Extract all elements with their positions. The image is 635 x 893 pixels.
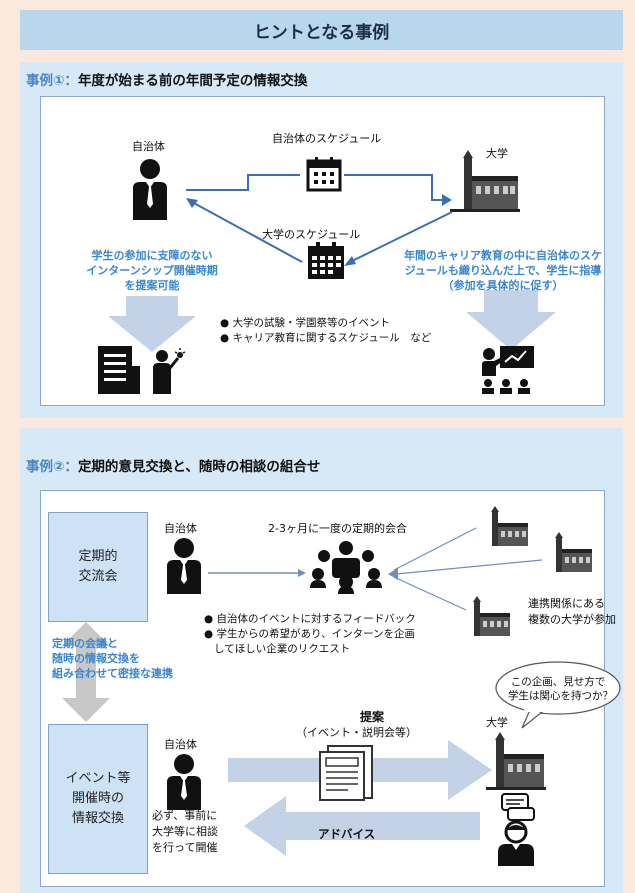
calendar-icon [306,157,342,192]
schedule-flow-arrows [108,174,556,352]
classroom-icon [482,346,534,394]
university-schedule-label: 大学のスケジュール [262,228,361,241]
advisor-icon [498,793,535,866]
double-arrow [62,622,110,722]
person-icon [167,754,201,810]
person-icon [133,159,167,220]
list-item: ● 学生からの希望があり、インターンを企画 [204,628,416,640]
case1-heading: 事例①：年度が始まる前の年間予定の情報交換 [26,73,308,89]
regular-meeting-box: 定期的交流会 [48,512,148,622]
person-idea-icon [153,348,186,394]
case2-heading: 事例②：定期的意見交換と、随時の相談の組合せ [26,459,321,475]
office-building-icon [98,346,140,394]
list-item: ● 大学の試験・学園祭等のイベント [220,317,390,329]
case2-university-label: 大学 [486,716,508,729]
proposal-title: 提案 [360,710,385,724]
case1-university-label: 大学 [486,147,508,160]
case2-bullet-list: ● 自治体のイベントに対するフィードバック ● 学生からの希望があり、インターン… [204,612,416,657]
case2-municipality-bottom-label: 自治体 [164,738,197,751]
case1-right-note: 年間のキャリア教育の中に自治体のスケジュールも織り込んだ上で、学生に指導（参加を… [404,249,602,292]
university-building-icon [555,532,592,572]
calendar-icon [308,242,344,279]
municipality-schedule-label: 自治体のスケジュール [272,132,382,145]
page-title: ヒントとなる事例 [20,10,623,50]
list-item: ● キャリア教育に関するスケジュール など [220,332,432,344]
university-building-icon [491,506,528,546]
person-icon [167,538,201,594]
case1-municipality-label: 自治体 [132,140,165,153]
case1-left-note: 学生の参加に支障のないインターンシップ開催時期を提案可能 [86,249,218,292]
speech-text: この企画、見せ方で学生は関心を持つか？ [508,676,613,702]
event-exchange-box: イベント等開催時の情報交換 [48,724,148,874]
university-building-icon [450,150,520,212]
university-building-icon [473,596,510,636]
case1-bullet-list: ● 大学の試験・学園祭等のイベント ● キャリア教育に関するスケジュール など [220,316,431,346]
speech-bubble [495,661,621,729]
university-building-icon [486,732,546,790]
list-item: してほしい企業のリクエスト [214,643,351,655]
advice-label: アドバイス [318,827,376,841]
meeting-frequency-label: 2-3ヶ月に一度の定期的会合 [268,522,407,535]
partner-universities-note: 連携関係にある複数の大学が参加 [528,597,616,626]
prior-consult-note: 必ず、事前に大学等に相談を行って開催 [152,809,218,854]
combine-note: 定期の会議と随時の情報交換を組み合わせて密接な連携 [52,637,173,680]
case2-municipality-label: 自治体 [164,522,197,535]
meeting-icon [310,541,382,594]
list-item: ● 自治体のイベントに対するフィードバック [204,613,416,625]
proposal-subtitle: （イベント・説明会等） [296,726,417,739]
document-icon [319,745,373,801]
